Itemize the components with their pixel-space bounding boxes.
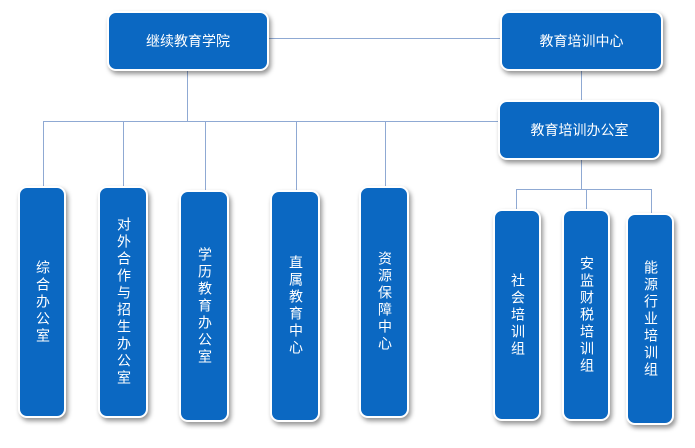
node-label: 安监财税培训组 (578, 255, 594, 375)
node-education-training-center: 教育培训中心 (500, 11, 663, 71)
node-security-finance-tax-training-group: 安监财税培训组 (562, 209, 610, 421)
connector-to-direct-education-center (296, 121, 297, 191)
connector-to-foreign-cooperation-office (123, 121, 124, 187)
node-social-training-group: 社会培训组 (493, 209, 541, 421)
node-academic-education-office: 学历教育办公室 (179, 190, 229, 422)
node-label: 学历教育办公室 (196, 246, 212, 366)
node-general-office: 综合办公室 (18, 186, 66, 418)
connector-to-resource-center (385, 121, 386, 187)
connector-to-social-training-group (516, 189, 517, 210)
connector-college-to-center (268, 38, 502, 39)
node-energy-industry-training-group: 能源行业培训组 (626, 213, 674, 425)
node-education-training-office: 教育培训办公室 (498, 100, 661, 160)
node-label: 继续教育学院 (146, 34, 230, 50)
node-label: 教育培训中心 (539, 34, 624, 50)
node-label: 综合办公室 (34, 259, 50, 345)
connector-to-general-office (43, 121, 44, 187)
node-foreign-cooperation-admissions-office: 对外合作与招生办公室 (98, 186, 148, 418)
connector-to-energy-industry-group (651, 189, 652, 214)
connector-main-branch (43, 121, 501, 122)
node-direct-education-center: 直属教育中心 (270, 190, 320, 422)
node-label: 社会培训组 (509, 272, 525, 358)
connector-college-down (187, 71, 188, 122)
node-label: 对外合作与招生办公室 (115, 217, 131, 387)
node-label: 资源保障中心 (376, 251, 392, 353)
node-continuing-education-college: 继续教育学院 (107, 11, 269, 71)
node-resource-support-center: 资源保障中心 (359, 186, 409, 418)
node-label: 能源行业培训组 (642, 259, 658, 379)
node-label: 直属教育中心 (287, 255, 303, 357)
node-label: 教育培训办公室 (530, 123, 629, 139)
connector-to-academic-office (205, 121, 206, 191)
connector-office-down (581, 157, 582, 189)
connector-group-branch (516, 189, 651, 190)
connector-center-to-office (581, 71, 582, 101)
connector-to-security-finance-group (586, 189, 587, 210)
